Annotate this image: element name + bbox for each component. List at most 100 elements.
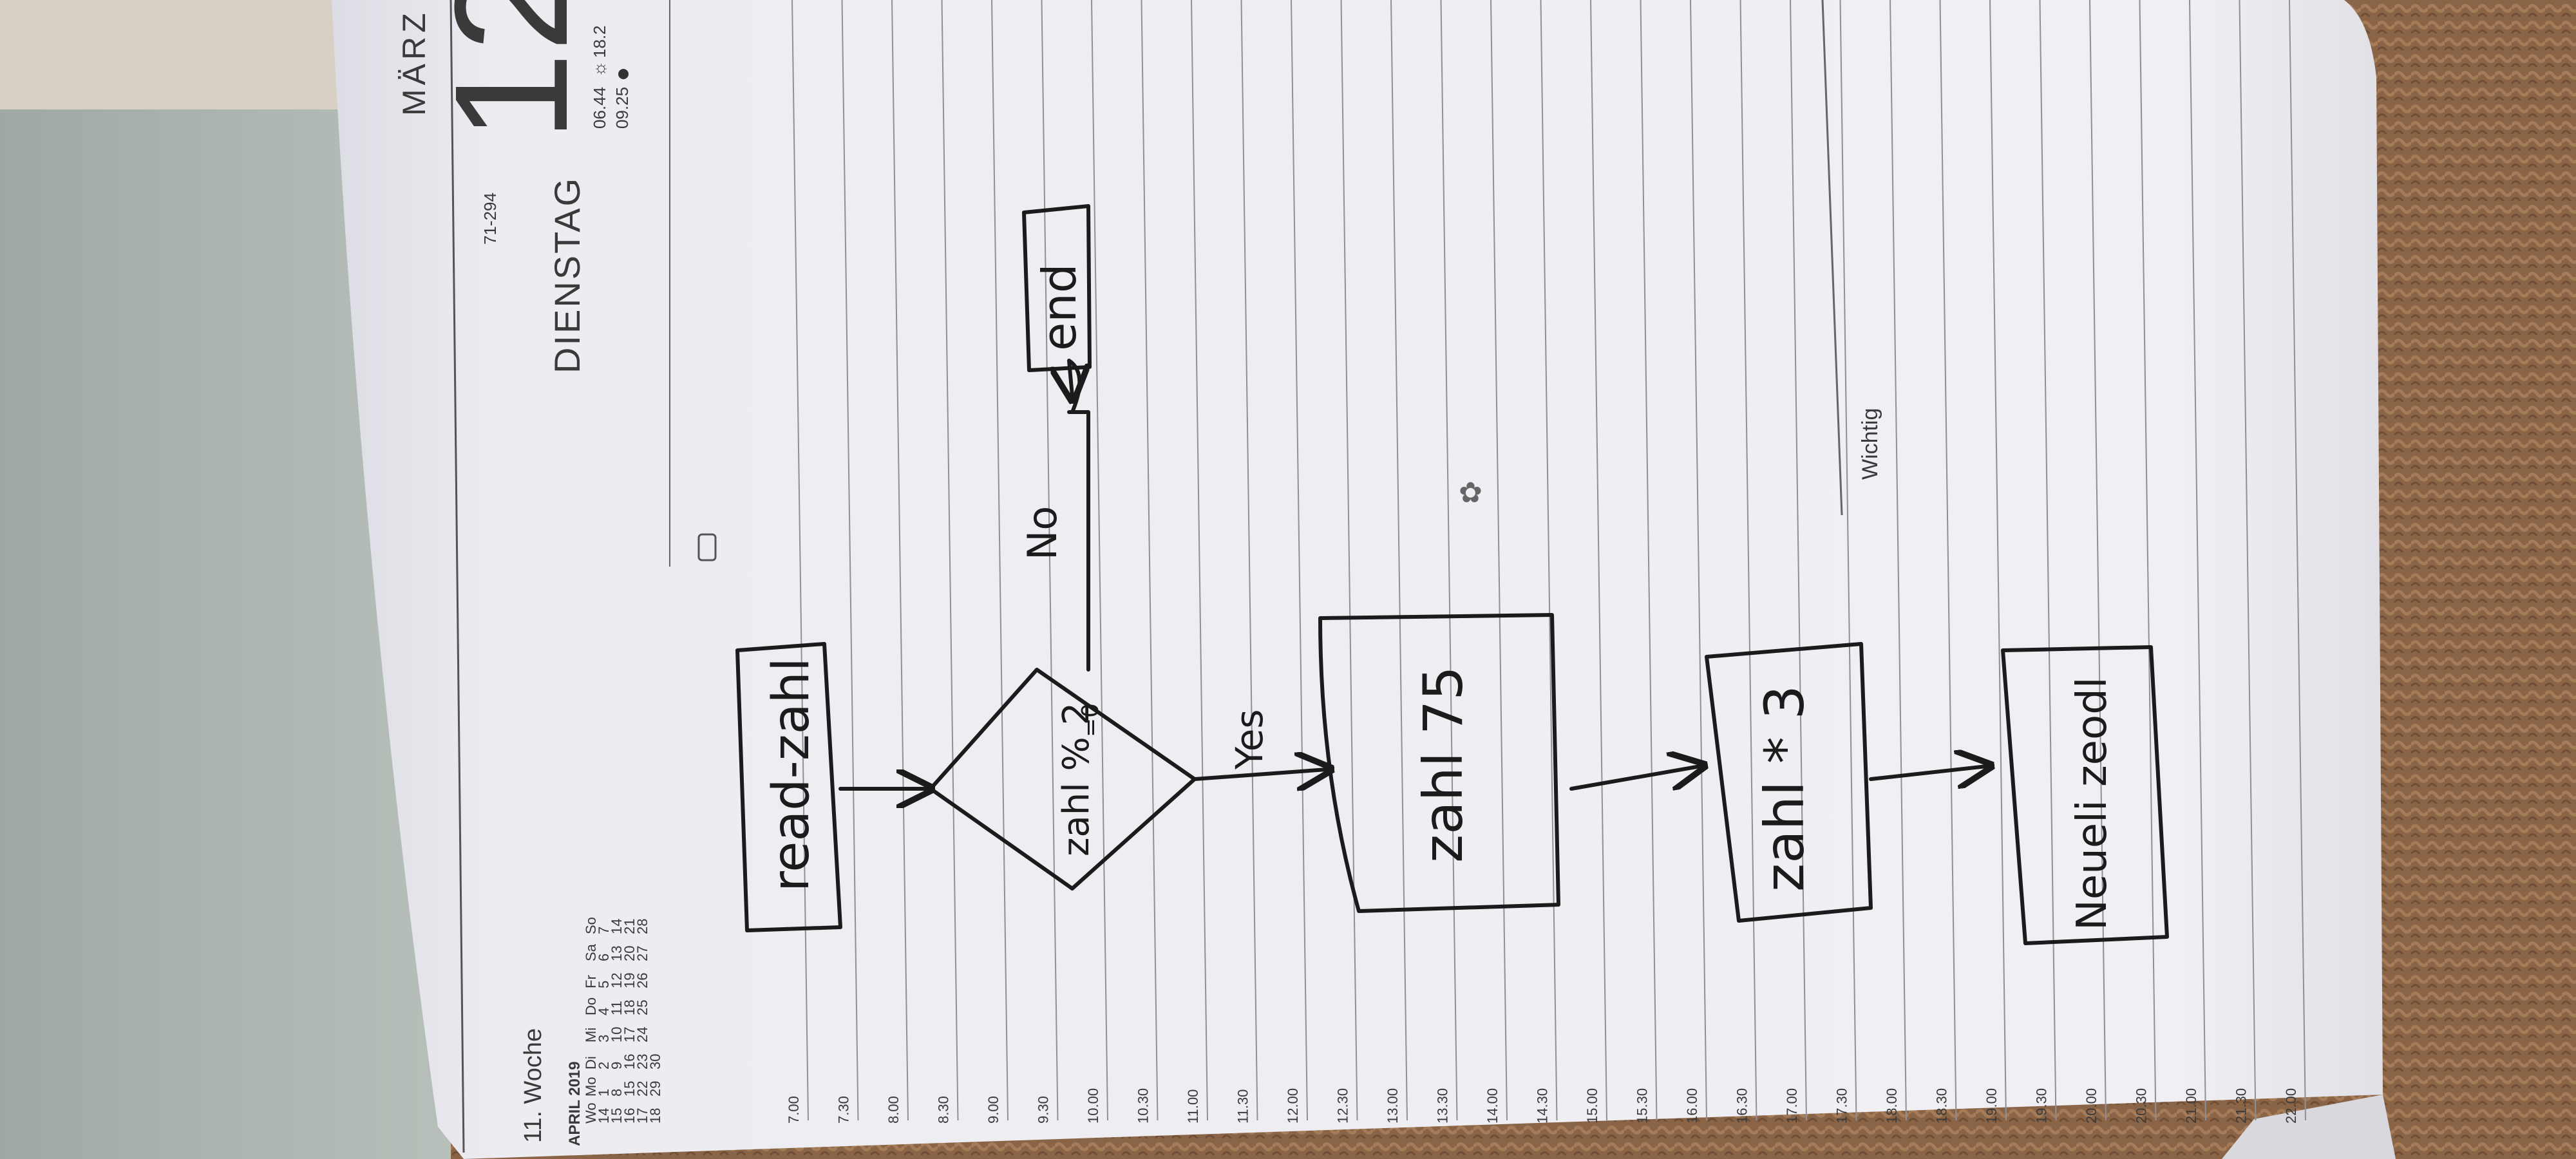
- time-label: 10.30: [1135, 1088, 1151, 1124]
- time-label: 10.00: [1085, 1088, 1101, 1124]
- time-label: 17.30: [1834, 1088, 1850, 1124]
- time-label: 11.30: [1235, 1089, 1251, 1124]
- mini-calendar-day: 30: [647, 1054, 663, 1069]
- time-label: 15.00: [1584, 1088, 1600, 1124]
- mini-calendar-weekday: Fr: [583, 975, 599, 988]
- arrow-yes: [1193, 769, 1327, 779]
- hour-line: [1091, 0, 1108, 1121]
- hour-line: [1989, 0, 2007, 1121]
- mini-calendar-weekday: Di: [583, 1056, 599, 1069]
- moon-time: 09.25: [612, 87, 632, 129]
- mini-calendar-day: 4: [596, 1008, 612, 1015]
- hour-line: [791, 0, 809, 1121]
- mini-calendar-day: 16: [621, 1054, 638, 1069]
- mini-calendar-day: 27: [634, 946, 650, 961]
- important-label: Wichtig: [1858, 408, 1882, 480]
- time-label: 19.00: [1984, 1088, 2000, 1124]
- hour-line: [1240, 0, 1258, 1121]
- hour-line: [1291, 0, 1308, 1121]
- arrow-step1-step2: [1569, 766, 1700, 791]
- no-label: No: [1019, 506, 1066, 560]
- mini-calendar-day: 26: [634, 973, 650, 988]
- ruled-lines: [791, 0, 2306, 1121]
- header-divider: [450, 0, 465, 1153]
- mini-calendar-day: 1: [596, 1089, 612, 1097]
- hour-line: [991, 0, 1009, 1121]
- hour-line: [1939, 0, 1957, 1121]
- mini-calendar-day: 14: [596, 1108, 612, 1124]
- month-label: MÄRZ: [396, 9, 432, 116]
- light-background: [0, 0, 399, 129]
- mini-calendar-day: 5: [596, 981, 612, 988]
- time-label: 12.00: [1285, 1088, 1301, 1124]
- hour-line: [1889, 0, 1907, 1121]
- mini-calendar-day: 18: [647, 1108, 663, 1124]
- start-box-text: read-zahl: [762, 657, 820, 892]
- mini-calendar-day: 9: [609, 1062, 625, 1069]
- mini-calendar-day: 13: [609, 946, 625, 961]
- hour-line: [1440, 0, 1458, 1121]
- time-label: 14.00: [1484, 1088, 1501, 1124]
- phone-icon: [697, 533, 717, 561]
- decision-subtext: =0: [1077, 703, 1104, 737]
- time-label: 22.00: [2283, 1088, 2299, 1124]
- mini-calendar-day: 28: [634, 919, 650, 934]
- mini-calendar-day: 22: [634, 1081, 650, 1097]
- hour-line: [891, 0, 909, 1121]
- hour-line: [1041, 0, 1059, 1121]
- time-label: 19.30: [2034, 1088, 2050, 1124]
- time-label: 21.00: [2183, 1088, 2199, 1124]
- important-divider: [1821, 0, 1843, 516]
- time-label: 13.30: [1435, 1088, 1451, 1124]
- hour-line: [2139, 0, 2157, 1121]
- time-label: 16.00: [1684, 1088, 1700, 1124]
- mini-calendar-day: 17: [634, 1108, 650, 1124]
- time-label: 17.00: [1784, 1088, 1800, 1124]
- time-label: 15.30: [1634, 1088, 1651, 1124]
- mini-calendar-day: 12: [609, 973, 625, 988]
- hour-line: [941, 0, 959, 1121]
- yes-label: Yes: [1227, 709, 1271, 770]
- time-label: 16.30: [1734, 1088, 1750, 1124]
- hour-line: [1640, 0, 1658, 1121]
- mini-calendar-day: 21: [621, 919, 638, 934]
- step-2-box: [1705, 642, 1873, 923]
- mini-calendar-day: 11: [609, 1001, 625, 1015]
- mini-calendar-day: 23: [634, 1054, 650, 1069]
- sunset-time: 18.2: [590, 25, 609, 58]
- moon-icon: [618, 69, 629, 79]
- mini-calendar-weekday: Mi: [583, 1028, 599, 1042]
- mini-calendar-day: 15: [621, 1081, 638, 1097]
- mini-calendar-day: 19: [621, 973, 638, 988]
- hour-line: [1590, 0, 1607, 1121]
- mini-calendar-day: 17: [621, 1027, 638, 1042]
- time-label: 12.30: [1335, 1088, 1351, 1124]
- start-box: [735, 642, 842, 932]
- mini-calendar-day: 10: [609, 1027, 625, 1042]
- day-count: 71-294: [480, 193, 500, 245]
- mini-calendar-day: 24: [634, 1027, 650, 1042]
- hour-line: [2089, 0, 2107, 1121]
- time-label: 13.00: [1385, 1088, 1401, 1124]
- mini-calendar-weekday: So: [583, 917, 599, 934]
- time-label: 21.30: [2233, 1088, 2249, 1124]
- hour-line: [1340, 0, 1358, 1121]
- arrow-step2-step3: [1869, 766, 1987, 779]
- end-box: [1022, 204, 1092, 372]
- weekday-label: DIENSTAG: [547, 176, 587, 373]
- time-label: 11.00: [1185, 1089, 1201, 1124]
- decision-text: zahl % 2: [1056, 702, 1097, 856]
- hour-line: [2239, 0, 2257, 1121]
- time-label: 8.00: [886, 1096, 902, 1124]
- flowchart: [735, 204, 2169, 945]
- mini-calendar-title: APRIL 2019: [566, 1061, 583, 1146]
- mini-calendar-day: 3: [596, 1035, 612, 1042]
- step-3-text: Neueli zeodl: [2069, 677, 2116, 930]
- hour-line: [1141, 0, 1159, 1121]
- time-label: 20.30: [2134, 1088, 2150, 1124]
- hour-line: [1390, 0, 1408, 1121]
- time-label: 18.30: [1934, 1088, 1950, 1124]
- step-1-text: zahl 75: [1412, 666, 1475, 863]
